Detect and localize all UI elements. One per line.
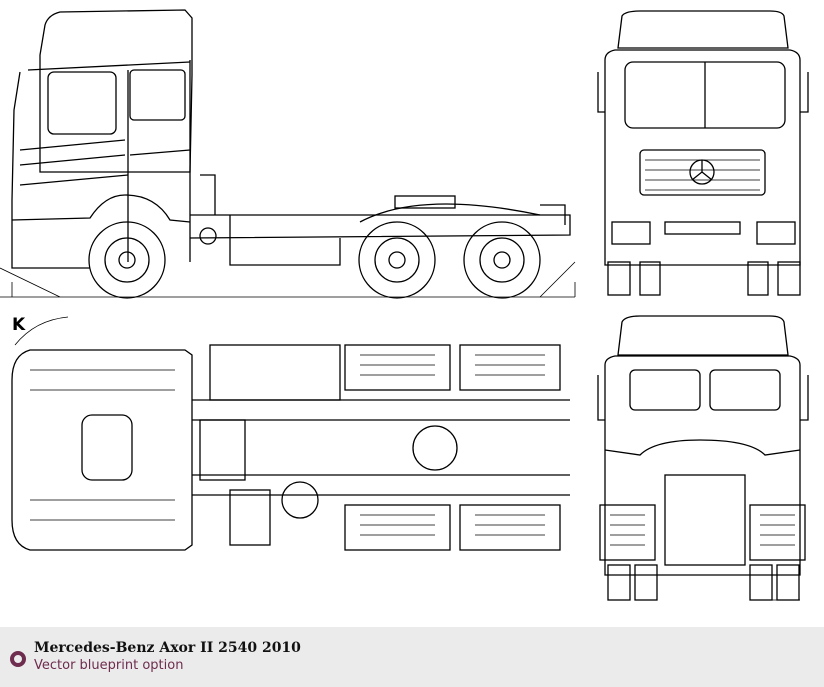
view-marker-label: K bbox=[12, 315, 26, 335]
caption-bar: Mercedes-Benz Axor II 2540 2010 Vector b… bbox=[0, 627, 824, 687]
side-view bbox=[0, 9, 576, 299]
rear-view bbox=[597, 315, 809, 601]
bullet-icon bbox=[10, 651, 26, 667]
truck-blueprint: K bbox=[0, 9, 809, 601]
front-view bbox=[597, 10, 809, 296]
caption-subtitle[interactable]: Vector blueprint option bbox=[34, 658, 184, 673]
caption-title: Mercedes-Benz Axor II 2540 2010 bbox=[34, 640, 301, 656]
top-view: K bbox=[11, 315, 570, 551]
